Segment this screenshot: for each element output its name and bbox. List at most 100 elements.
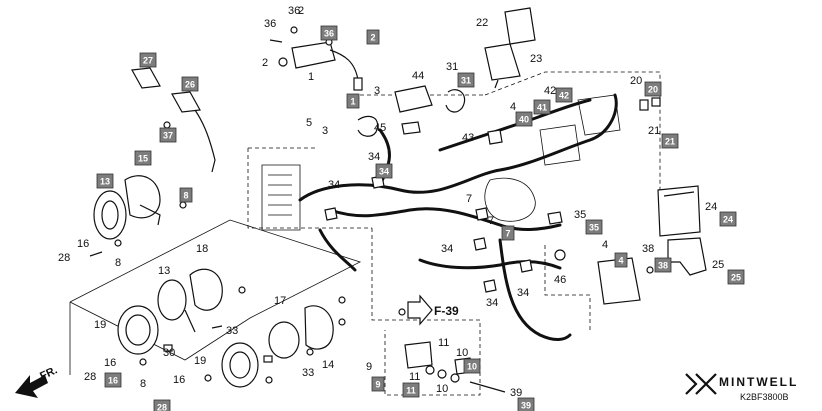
callout-tag-box bbox=[555, 87, 573, 103]
callout-part-46: 46 bbox=[554, 274, 566, 286]
callout-part-19: 19 bbox=[194, 355, 206, 367]
callout-tag-15: 15 bbox=[138, 154, 148, 164]
callout-tag-box bbox=[346, 93, 360, 109]
callout-part-5: 5 bbox=[306, 117, 312, 129]
callout-tag-box bbox=[179, 187, 193, 203]
callout-tag-8: 8 bbox=[183, 191, 188, 201]
callout-part-8: 8 bbox=[140, 378, 146, 390]
callout-tag-box bbox=[644, 81, 662, 97]
callout-tag-box bbox=[402, 382, 420, 398]
boundary-lines bbox=[69, 71, 661, 396]
callout-part-13: 13 bbox=[158, 265, 170, 277]
callout-tag-37: 37 bbox=[163, 131, 173, 141]
callout-part-16: 16 bbox=[173, 374, 185, 386]
front-direction-indicator: FR. bbox=[15, 364, 59, 398]
callout-tag-box bbox=[457, 72, 475, 88]
callout-tag-41: 41 bbox=[537, 103, 547, 113]
callout-part-28: 28 bbox=[84, 371, 96, 383]
reference-arrow: F-39 bbox=[407, 294, 459, 326]
front-direction-label: FR. bbox=[38, 364, 59, 382]
callout-part-2: 2 bbox=[298, 5, 304, 17]
callout-tag-box bbox=[139, 52, 157, 68]
callout-part-17: 17 bbox=[274, 295, 286, 307]
callout-part-33: 33 bbox=[302, 367, 314, 379]
ignition-coil-part bbox=[269, 26, 363, 91]
callout-tag-34: 34 bbox=[379, 167, 389, 177]
callout-part-34: 34 bbox=[486, 297, 498, 309]
callout-part-39: 39 bbox=[510, 387, 522, 399]
brand-name: MINTWELL bbox=[719, 375, 798, 389]
catalog-code: K2BF3800B bbox=[740, 392, 789, 402]
callout-tag-box bbox=[96, 173, 114, 189]
callout-part-25: 25 bbox=[712, 259, 724, 271]
callout-part-36: 36 bbox=[264, 18, 276, 30]
callout-tag-36: 36 bbox=[324, 29, 334, 39]
callout-part-45: 45 bbox=[374, 122, 386, 134]
callout-part-11: 11 bbox=[438, 337, 449, 349]
reference-label: F-39 bbox=[434, 304, 459, 318]
callout-tag-26: 26 bbox=[185, 80, 195, 90]
callout-tag-box bbox=[517, 397, 535, 411]
callout-part-4: 4 bbox=[602, 239, 608, 251]
callout-tag-38: 38 bbox=[658, 261, 668, 271]
callout-part-20: 20 bbox=[630, 75, 642, 87]
callout-part-36: 36 bbox=[288, 5, 300, 17]
callout-part-19: 19 bbox=[94, 319, 106, 331]
callout-part-1: 1 bbox=[308, 71, 314, 83]
callout-part-34: 34 bbox=[441, 243, 453, 255]
callout-tag-box bbox=[661, 133, 679, 149]
callout-tag-box bbox=[181, 76, 199, 92]
callout-tag-box bbox=[320, 25, 338, 41]
callout-tag-box bbox=[366, 29, 380, 45]
callout-part-9: 9 bbox=[366, 361, 372, 373]
callout-tag-16: 16 bbox=[108, 376, 118, 386]
sensor-part bbox=[131, 67, 216, 173]
starter-relay-part bbox=[404, 341, 506, 393]
callout-part-16: 16 bbox=[77, 238, 89, 250]
callout-part-34: 34 bbox=[517, 287, 529, 299]
callout-tag-box bbox=[533, 99, 551, 115]
callout-labels: 1122233444577788899101010111111131314151… bbox=[58, 5, 745, 411]
callout-tag-11: 11 bbox=[406, 386, 416, 396]
callout-part-42: 42 bbox=[544, 85, 556, 97]
callout-tag-27: 27 bbox=[143, 56, 153, 66]
callout-part-10: 10 bbox=[456, 347, 468, 359]
callout-tag-7: 7 bbox=[505, 229, 510, 239]
callout-tag-box bbox=[134, 150, 152, 166]
callout-part-16: 16 bbox=[104, 357, 116, 369]
bracket-part bbox=[554, 97, 707, 305]
callout-tag-25: 25 bbox=[731, 273, 741, 283]
callout-part-44: 44 bbox=[412, 70, 424, 82]
callout-tag-35: 35 bbox=[589, 223, 599, 233]
callout-tag-box bbox=[515, 111, 533, 127]
callout-part-28: 28 bbox=[58, 252, 70, 264]
callout-part-7: 7 bbox=[466, 193, 472, 205]
callout-tag-2: 2 bbox=[370, 33, 375, 43]
callout-part-4: 4 bbox=[510, 101, 516, 113]
ecu-part bbox=[657, 185, 701, 237]
callout-part-35: 35 bbox=[574, 209, 586, 221]
callout-tag-39: 39 bbox=[521, 401, 531, 411]
callout-tag-42: 42 bbox=[559, 91, 569, 101]
callout-part-2: 2 bbox=[262, 57, 268, 69]
regulator-part bbox=[484, 7, 536, 89]
callout-tag-21: 21 bbox=[665, 137, 675, 147]
callout-part-14: 14 bbox=[322, 359, 334, 371]
clips-and-bolts bbox=[163, 121, 563, 316]
horn-lower-part bbox=[117, 268, 346, 388]
callout-part-38: 38 bbox=[642, 243, 654, 255]
callout-tag-box bbox=[153, 399, 171, 411]
callout-tag-box bbox=[159, 127, 177, 143]
callout-part-3: 3 bbox=[374, 85, 380, 97]
callout-part-24: 24 bbox=[705, 201, 717, 213]
horn-upper-part bbox=[89, 175, 187, 257]
callout-tag-40: 40 bbox=[519, 115, 529, 125]
callout-tag-box bbox=[501, 225, 515, 241]
callout-tag-box bbox=[104, 372, 122, 388]
callout-part-7: 7 bbox=[488, 215, 494, 227]
callout-tag-31: 31 bbox=[461, 76, 471, 86]
callout-tag-10: 10 bbox=[467, 362, 477, 372]
brand-logo: MINTWELL K2BF3800B bbox=[685, 373, 798, 402]
